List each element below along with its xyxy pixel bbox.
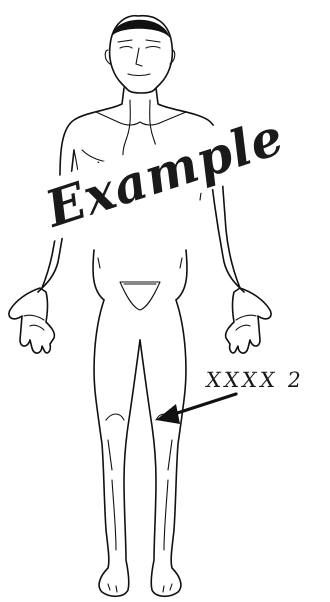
annotation-arrow: [156, 394, 236, 424]
legs: [94, 300, 186, 596]
head: [105, 16, 175, 93]
annotation-label: XXXX 2: [204, 368, 305, 392]
